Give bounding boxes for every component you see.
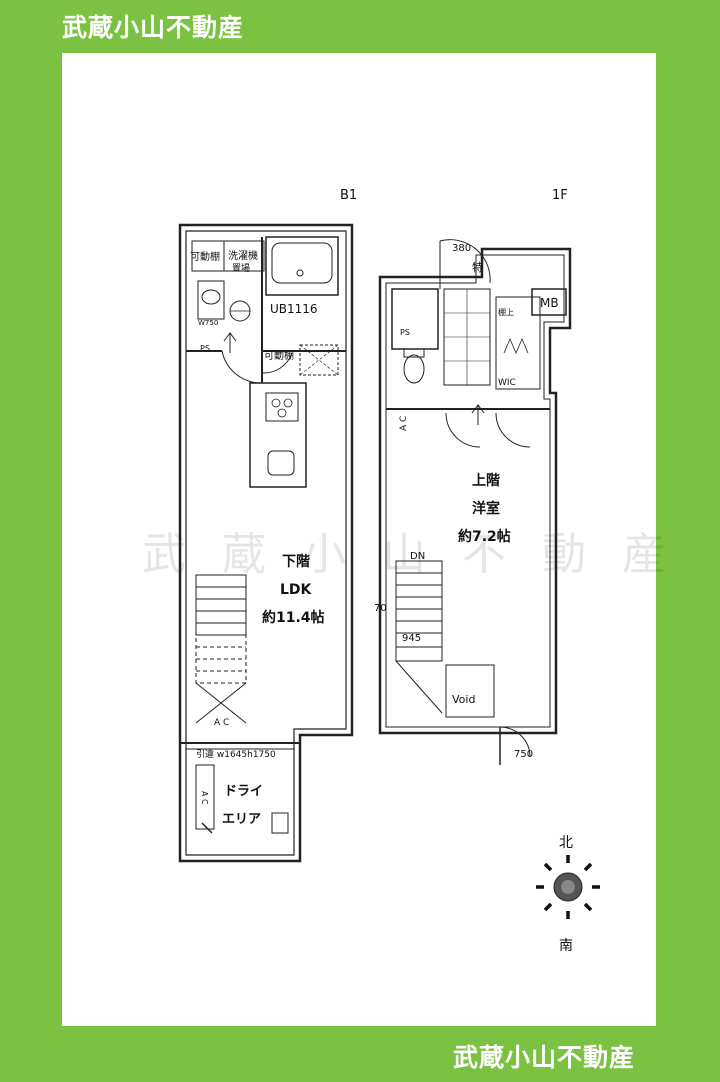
b1-washer-space-label: 置場 (232, 262, 250, 274)
compass-south-label: 南 (559, 938, 573, 954)
1f-room-name-label: 洋室 (472, 500, 500, 517)
1f-room-floor-label: 上階 (472, 472, 500, 489)
1f-mb-label: MB (540, 296, 559, 310)
floor-label-1f: 1F (552, 188, 568, 203)
b1-washbasin-label: W750 (198, 319, 218, 327)
1f-ps-label: PS (400, 328, 410, 337)
b1-movable-shelf-2-label: 可動棚 (264, 349, 294, 362)
1f-void-label: Void (452, 693, 475, 706)
watermark: 武蔵小山不動産 (142, 529, 702, 580)
brand-title-bottom: 武蔵小山不動産 (453, 1043, 636, 1072)
b1-dry-area-label-2: エリア (222, 812, 261, 827)
1f-ac-label: A C (399, 416, 409, 431)
1f-dim-70: 70 (374, 603, 387, 614)
b1-unit-bath-label: UB1116 (270, 302, 318, 316)
floor-plan-sheet: 武蔵小山不動産 B1 1F (62, 53, 666, 1026)
1f-special-label: 特 (472, 260, 483, 274)
b1-ac-label: A C (214, 718, 229, 728)
b1-ac-vertical-label: A C (200, 791, 209, 805)
compass-rose-icon: 北 南 (536, 835, 600, 954)
1f-dim-380: 380 (452, 243, 471, 254)
floor-plan-drawing: B1 1F (178, 188, 600, 954)
compass-north-label: 北 (559, 835, 573, 851)
1f-upper-shelf-label: 棚上 (498, 307, 514, 317)
b1-ldk-floor-label: 下階 (282, 553, 310, 570)
1f-room-size-label: 約7.2帖 (458, 528, 511, 545)
floor-label-b1: B1 (340, 188, 357, 203)
brand-title-top: 武蔵小山不動産 (62, 13, 245, 42)
b1-ldk-name-label: LDK (280, 582, 313, 598)
1f-dn-label: DN (410, 551, 425, 562)
1f-wic-label: WIC (498, 378, 516, 388)
b1-window-label: 引違 w1645h1750 (196, 748, 276, 760)
b1-movable-shelf-label: 可動棚 (190, 250, 220, 263)
1f-dim-945: 945 (402, 633, 421, 644)
1f-dim-750: 750 (514, 749, 533, 760)
1f-plan (378, 239, 572, 765)
b1-dry-area-label-1: ドライ (224, 784, 263, 799)
b1-plan (178, 223, 354, 863)
b1-washer-label: 洗濯機 (228, 249, 258, 262)
b1-ldk-size-label: 約11.4帖 (262, 609, 325, 626)
b1-ps-label: PS (200, 344, 210, 353)
